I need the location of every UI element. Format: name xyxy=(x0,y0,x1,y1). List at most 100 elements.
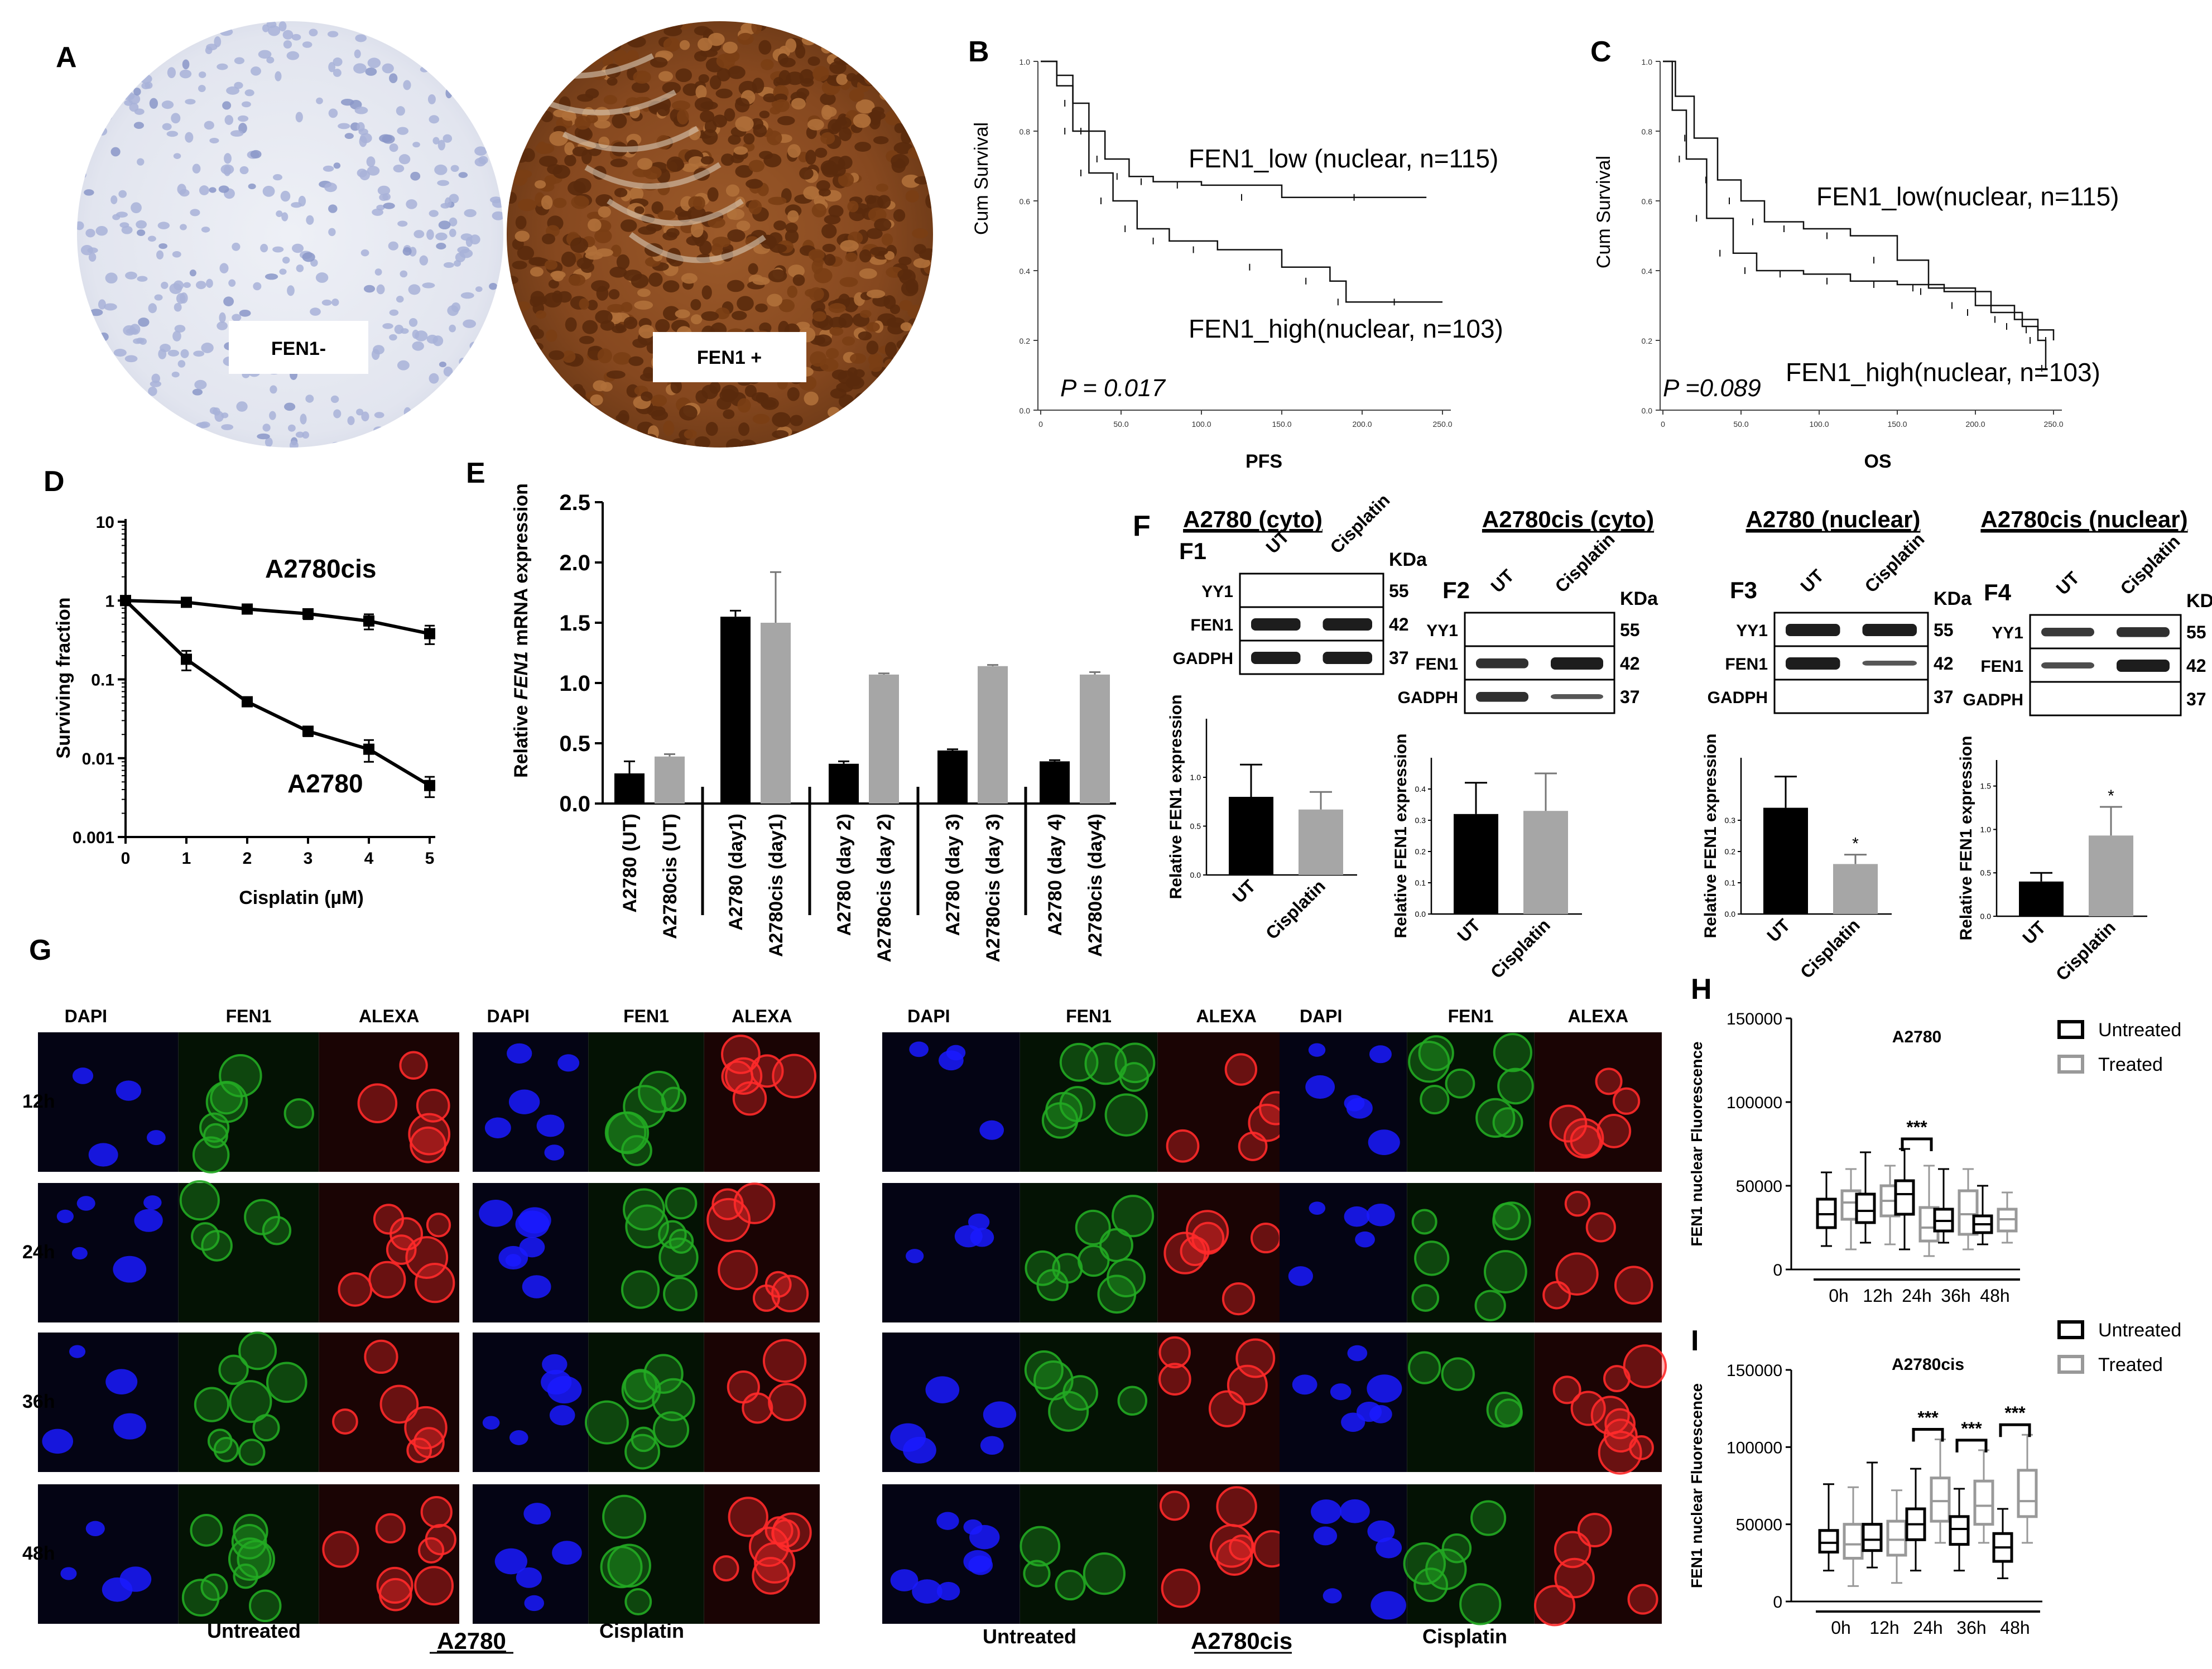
box-title: A2780 xyxy=(1892,1028,1941,1046)
f-bar-category-label: UT xyxy=(1453,915,1484,946)
box-category-label: 12h xyxy=(1863,1286,1892,1306)
nucleus-mark xyxy=(429,115,440,124)
g-cell-rim xyxy=(652,1411,690,1448)
g-cell-rim xyxy=(1107,1258,1146,1298)
g-cell xyxy=(415,1567,453,1605)
nucleus-mark xyxy=(522,343,537,352)
nucleus-mark xyxy=(110,195,118,205)
nucleus-mark xyxy=(637,158,653,170)
nucleus-mark xyxy=(590,417,604,429)
nucleus-mark xyxy=(821,224,837,239)
nucleus-mark xyxy=(677,109,689,125)
g-micrograph xyxy=(882,1484,1020,1624)
nucleus-mark xyxy=(517,66,535,80)
g-cell xyxy=(1217,1487,1256,1526)
e-ylabel: Relative FEN1 mRNA expression xyxy=(511,483,532,778)
nucleus-mark xyxy=(95,226,108,236)
g-cell-rim xyxy=(1023,1560,1051,1588)
f-bar-category-label: Cisplatin xyxy=(1487,915,1554,982)
f-lane-label-cisplatin: Cisplatin xyxy=(1551,529,1618,597)
stroma-mark xyxy=(584,162,722,189)
f-bar xyxy=(1523,811,1568,914)
nucleus-mark xyxy=(110,147,121,157)
nucleus-mark xyxy=(237,115,249,122)
f-protein-label: FEN1 xyxy=(1725,655,1768,674)
nucleus-mark xyxy=(923,74,933,87)
g-cell xyxy=(1347,1345,1368,1362)
g-col-header-dapi: DAPI xyxy=(907,1006,950,1026)
nucleus-mark xyxy=(598,206,611,218)
g-cell xyxy=(1181,1237,1209,1265)
nucleus-mark xyxy=(648,272,663,287)
nucleus-mark xyxy=(99,332,109,342)
nucleus-mark xyxy=(900,322,912,331)
g-cell-rim xyxy=(718,1249,758,1291)
nucleus-mark xyxy=(230,130,244,137)
f-bar-ylabel: Relative FEN1 expression xyxy=(1957,736,1975,941)
g-cell-rim xyxy=(1083,1552,1126,1595)
nucleus-mark xyxy=(140,74,152,84)
nucleus-mark xyxy=(850,353,867,364)
nucleus-mark xyxy=(103,303,117,311)
nucleus-mark xyxy=(141,82,151,89)
nucleus-mark xyxy=(920,32,933,45)
g-cell xyxy=(239,1440,265,1465)
nucleus-mark xyxy=(260,244,268,253)
nucleus-mark xyxy=(162,123,172,131)
nucleus-mark xyxy=(787,264,805,278)
nucleus-mark xyxy=(550,71,564,79)
nucleus-mark xyxy=(612,113,627,129)
nucleus-mark xyxy=(710,243,723,256)
nucleus-mark xyxy=(172,330,181,342)
nucleus-mark xyxy=(915,84,930,97)
g-cell-rim xyxy=(1411,1209,1437,1235)
nucleus-mark xyxy=(77,340,88,348)
nucleus-mark xyxy=(244,89,254,97)
g-cell xyxy=(1604,1420,1637,1452)
nucleus-mark xyxy=(516,301,531,311)
g-cell xyxy=(407,1439,431,1463)
d-series-label-a2780cis: A2780cis xyxy=(265,554,377,583)
nucleus-mark xyxy=(902,123,920,132)
km-xtick-label: 150.0 xyxy=(1887,420,1907,429)
nucleus-mark xyxy=(511,330,530,343)
g-cell-rim xyxy=(238,1331,277,1370)
nucleus-mark xyxy=(815,440,825,448)
g-cell xyxy=(406,1237,448,1278)
g-cell-rim xyxy=(721,1060,754,1093)
g-col-header-dapi: DAPI xyxy=(65,1006,107,1026)
nucleus-mark xyxy=(507,395,522,403)
nucleus-mark xyxy=(354,107,368,114)
nucleus-mark xyxy=(360,249,369,257)
g-cell xyxy=(509,1430,528,1445)
nucleus-mark xyxy=(489,32,503,43)
g-cell xyxy=(1160,1337,1190,1368)
km-c-pvalue: P =0.089 xyxy=(1663,374,1761,402)
nucleus-mark xyxy=(893,142,913,155)
f-bar-category-label: Cisplatin xyxy=(1262,876,1329,943)
nucleus-mark xyxy=(812,25,828,39)
box-sig-bracket xyxy=(1912,1428,1944,1442)
nucleus-mark xyxy=(383,203,395,209)
nucleus-mark xyxy=(198,71,206,78)
nucleus-mark xyxy=(137,229,146,236)
nucleus-mark xyxy=(905,379,917,394)
d-point xyxy=(242,603,253,615)
nucleus-mark xyxy=(136,220,147,229)
g-cell-rim xyxy=(386,1234,417,1265)
nucleus-mark xyxy=(323,165,334,172)
f-ytick-label: 0.2 xyxy=(1725,847,1736,856)
f-bar-category-label: UT xyxy=(2018,917,2050,948)
f-ytick-label: 0.5 xyxy=(1190,822,1201,831)
g-cell xyxy=(76,1196,95,1211)
nucleus-mark xyxy=(147,235,156,242)
nucleus-mark xyxy=(576,257,592,270)
nucleus-mark xyxy=(443,366,453,377)
nucleus-mark xyxy=(432,137,440,145)
nucleus-mark xyxy=(735,165,753,178)
g-cell-rim xyxy=(661,1086,687,1112)
nucleus-mark xyxy=(570,50,586,64)
nucleus-mark xyxy=(628,356,644,366)
